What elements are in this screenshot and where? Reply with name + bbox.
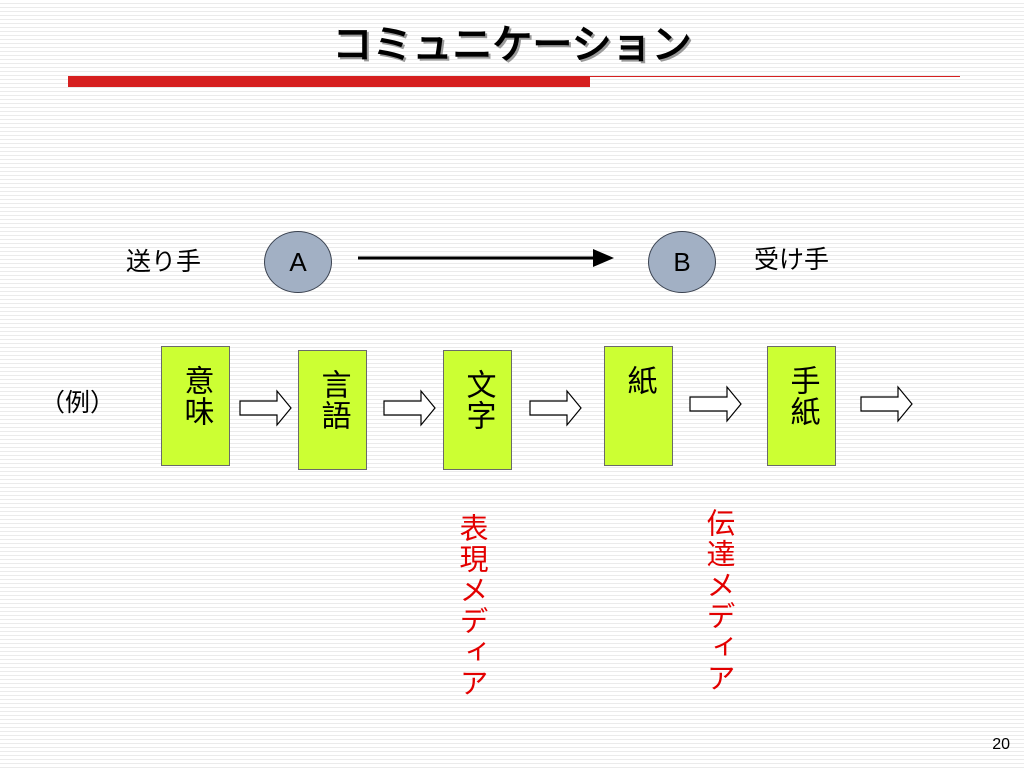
box-letter: 手紙 [767,346,836,466]
node-b: B [648,231,716,293]
block-arrow-icon [689,385,742,423]
box-language: 言語 [298,350,367,470]
block-arrow-icon [529,389,582,427]
receiver-label: 受け手 [754,245,830,274]
block-arrow-icon [860,385,913,423]
slide-title: コミュニケーション [332,22,692,68]
node-a: A [264,231,332,293]
sender-to-receiver-arrow [358,249,614,267]
box-paper: 紙 [604,346,673,466]
title-underline-thin [590,76,960,77]
block-arrow-icon [383,389,436,427]
box-paper-text: 紙 [621,365,657,396]
box-characters: 文字 [443,350,512,470]
expression-media-label: 表現メディア [455,513,489,699]
box-meaning: 意味 [161,346,230,466]
box-meaning-text: 意味 [178,365,214,427]
page-number: 20 [992,736,1010,753]
transmission-media-label: 伝達メディア [702,508,736,694]
example-label: （例） [40,388,116,417]
block-arrow-icon [239,389,292,427]
box-language-text: 言語 [315,369,351,431]
box-characters-text: 文字 [460,369,496,431]
sender-label: 送り手 [126,247,202,276]
title-underline-thick [68,76,590,87]
box-letter-text: 手紙 [784,365,820,427]
